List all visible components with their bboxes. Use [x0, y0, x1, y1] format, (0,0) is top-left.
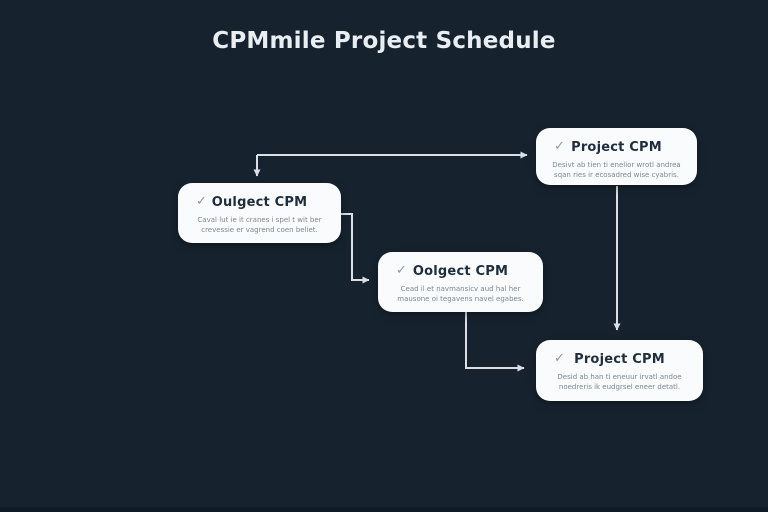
connector-left-to-middle: [341, 213, 370, 284]
node-description: Desid ab han ti eneuur irvatl andoe noed…: [548, 372, 691, 392]
node-description: Desivt ab tien ti enelior wrotl andrea s…: [548, 160, 685, 180]
node-title: Project CPM: [571, 139, 662, 155]
description-line: mausone oi tegavens navel egabes.: [397, 295, 524, 304]
description-line: Desid ab han ti eneuur irvatl andoe: [557, 373, 682, 381]
node-description: Caval lut ie it cranes i spel t wit ber …: [190, 215, 329, 235]
node-title: Oulgect CPM: [211, 194, 308, 210]
check-icon: ✓: [554, 139, 565, 154]
node-middle-header: ✓ Oolgect CPM: [390, 263, 531, 279]
node-title: Project CPM: [574, 351, 665, 367]
description-line: Caval lut ie it cranes i spel t wit ber: [197, 216, 322, 224]
node-top-right: ✓ Project CPM Desivt ab tien ti enelior …: [536, 128, 697, 185]
connector-middle-to-bottomright: [465, 312, 525, 372]
description-line: noedreris ik eudgrsel eneer detatl.: [558, 383, 681, 392]
node-bottom-right-header: ✓ Project CPM: [548, 351, 691, 367]
page-title: CPMmile Project Schedule: [212, 28, 556, 54]
node-description: Cead il et navmansicv aud hal her mauson…: [390, 284, 531, 304]
description-line: Desivt ab tien ti enelior wrotl andrea: [552, 161, 681, 169]
node-title: Oolgect CPM: [412, 263, 509, 279]
check-icon: ✓: [554, 351, 565, 366]
node-top-right-header: ✓ Project CPM: [548, 139, 685, 155]
description-line: sqan ries ir ecosadred wise cyabris.: [554, 171, 679, 180]
check-icon: ✓: [396, 263, 407, 278]
description-line: crevessie er vagrend coen beliet.: [201, 226, 318, 235]
check-icon: ✓: [196, 194, 207, 209]
bottom-edge-shade: [0, 507, 768, 512]
node-left-header: ✓ Oulgect CPM: [190, 194, 329, 210]
description-line: Cead il et navmansicv aud hal her: [400, 285, 521, 293]
node-bottom-right: ✓ Project CPM Desid ab han ti eneuur irv…: [536, 340, 703, 401]
node-left: ✓ Oulgect CPM Caval lut ie it cranes i s…: [178, 183, 341, 243]
node-middle: ✓ Oolgect CPM Cead il et navmansicv aud …: [378, 252, 543, 312]
